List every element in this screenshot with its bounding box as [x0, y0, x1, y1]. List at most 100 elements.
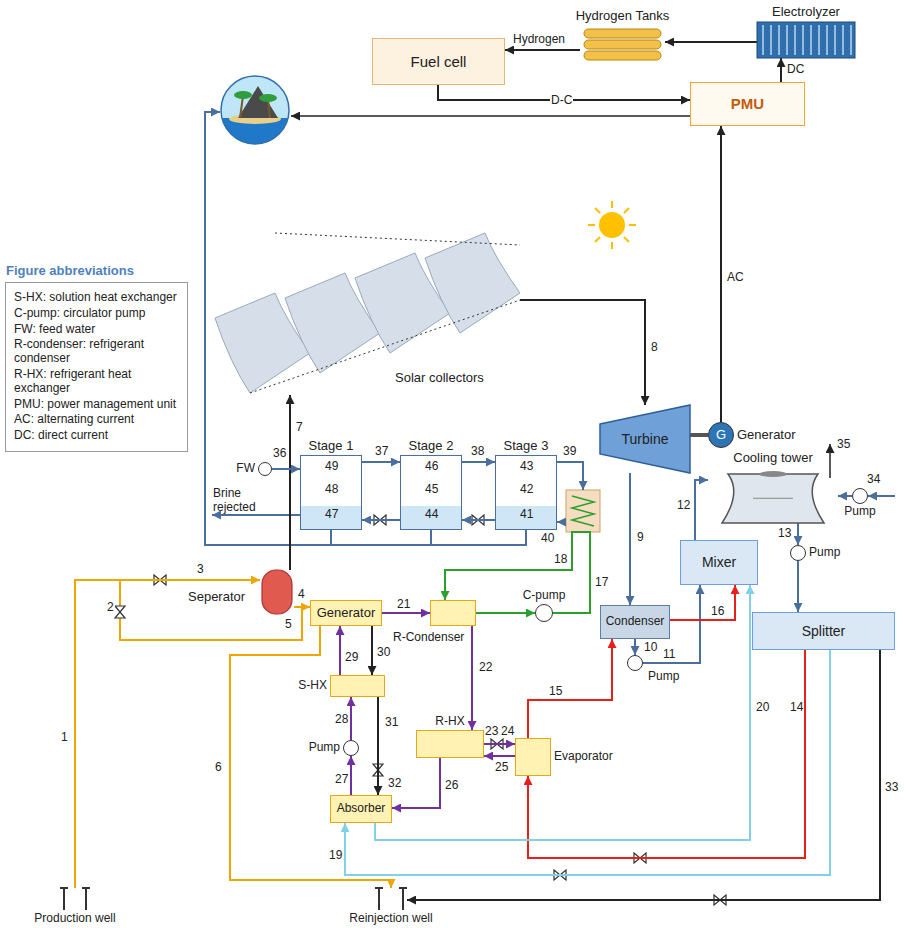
stream-number: 28 [334, 712, 349, 726]
node-text: C-pump: circulator pump [14, 307, 179, 321]
stream-number: 38 [470, 444, 485, 458]
sun-ray [611, 242, 613, 249]
flow-connector [377, 697, 379, 795]
stream-number: 9 [636, 530, 645, 544]
sun-ray [595, 208, 600, 213]
well-outline [375, 888, 407, 910]
flow-connector [720, 126, 722, 422]
stream-number: DC [786, 62, 805, 76]
flow-connector [797, 523, 799, 545]
flow-connector [528, 650, 805, 858]
node-label: Turbine [622, 431, 669, 447]
panel-outline [250, 233, 520, 393]
flow-connector [75, 580, 260, 888]
callout-number: 45 [424, 482, 439, 496]
node-label: FW [236, 462, 255, 476]
flow-connector [407, 650, 880, 900]
callout-number: 46 [424, 459, 439, 473]
node-label: C-pump [523, 589, 566, 603]
hydrogen-tanks: Hydrogen Tanks [580, 26, 665, 62]
stream-number: 11 [662, 647, 676, 661]
callout-number: 40 [540, 531, 555, 545]
absorber-box: Absorber [330, 795, 392, 823]
node-label: Seperator [188, 590, 245, 605]
stream-number: 12 [676, 498, 691, 512]
flow-connector [505, 49, 580, 51]
pump-symbol: Pump [852, 488, 868, 504]
tanks-outline [580, 26, 665, 62]
flow-connector [371, 626, 373, 675]
stream-number: 10 [643, 640, 658, 654]
refrigerant-heat-exchanger: R-HX [416, 730, 484, 758]
stream-number: 8 [650, 340, 659, 354]
stream-number: 6 [214, 760, 223, 774]
separator: Seperator [260, 570, 294, 614]
node-label: Reinjection well [349, 912, 432, 926]
electrolyzer: Electrolyzer [757, 22, 855, 58]
feed-water-return [557, 521, 566, 523]
node-text: AC: alternating current [14, 413, 179, 427]
flow-connector [350, 756, 352, 795]
node-label: Mixer [702, 554, 736, 570]
pump-symbol: Pump [343, 740, 359, 756]
node-label: G [716, 428, 726, 443]
node-text: R-condenser: refrigerant condenser [14, 338, 179, 366]
flow-connector [797, 561, 799, 612]
node-label: Pump [309, 741, 340, 755]
stream-number: 15 [548, 684, 563, 698]
stream-number: 13 [777, 526, 792, 540]
flow-connector [780, 58, 782, 82]
stream-number: 14 [789, 700, 804, 714]
flow-connector [471, 626, 473, 730]
stream-number: 24 [500, 724, 515, 738]
flow-connector [629, 473, 631, 605]
sun-ray [595, 237, 600, 242]
pump-symbol: Pump [627, 655, 643, 671]
flow-connector [634, 639, 636, 655]
stream-number: 7 [295, 420, 304, 434]
stream-number: 29 [344, 650, 359, 664]
stream-number: 27 [334, 772, 349, 786]
flow-connector [695, 480, 708, 540]
node-label: Electrolyzer [772, 5, 840, 20]
node-label: Hydrogen Tanks [576, 9, 670, 24]
callout-number: 44 [424, 507, 439, 521]
flow-connector [838, 495, 852, 497]
fuel-cell-box: Fuel cell [372, 38, 505, 85]
fresh-water-pipe [205, 112, 526, 545]
callout-number: 23 [484, 724, 499, 738]
flow-connector [294, 606, 310, 608]
valve-symbol [115, 606, 125, 618]
stream-number: 37 [374, 444, 389, 458]
stream-number: AC [726, 270, 745, 284]
node-label: Splitter [802, 623, 846, 639]
sun-ray [629, 224, 636, 226]
solar-panel [425, 233, 520, 333]
sun-icon [588, 201, 636, 249]
valve-group [115, 515, 726, 905]
node-label: Absorber [337, 802, 386, 816]
callout-number: 32 [387, 776, 402, 790]
stream-number: 33 [884, 780, 899, 794]
node-text: S-HX: solution heat exchanger [14, 291, 179, 305]
node-label: Pump [809, 546, 840, 560]
flow-connector [462, 519, 495, 521]
island-icon [220, 76, 290, 148]
mixer-box: Mixer [680, 540, 758, 585]
evaporator-box: Evaporator [515, 738, 551, 776]
flow-connector [484, 743, 515, 745]
node-text: DC: direct current [14, 429, 179, 443]
pmu-box: PMU [690, 82, 805, 126]
feed-water-pipe [557, 462, 583, 490]
stream-number: D-C [550, 93, 573, 107]
callout-number: 49 [324, 459, 339, 473]
callout-number: 42 [519, 482, 534, 496]
node-text: Generator [737, 428, 796, 443]
sun-ray [624, 237, 629, 242]
flow-connector [670, 585, 735, 620]
stream-number: 30 [376, 645, 391, 659]
stream-number: 26 [444, 778, 459, 792]
node-label: Production well [34, 912, 115, 926]
flow-connector [476, 612, 535, 614]
stream-number: 16 [710, 604, 725, 618]
